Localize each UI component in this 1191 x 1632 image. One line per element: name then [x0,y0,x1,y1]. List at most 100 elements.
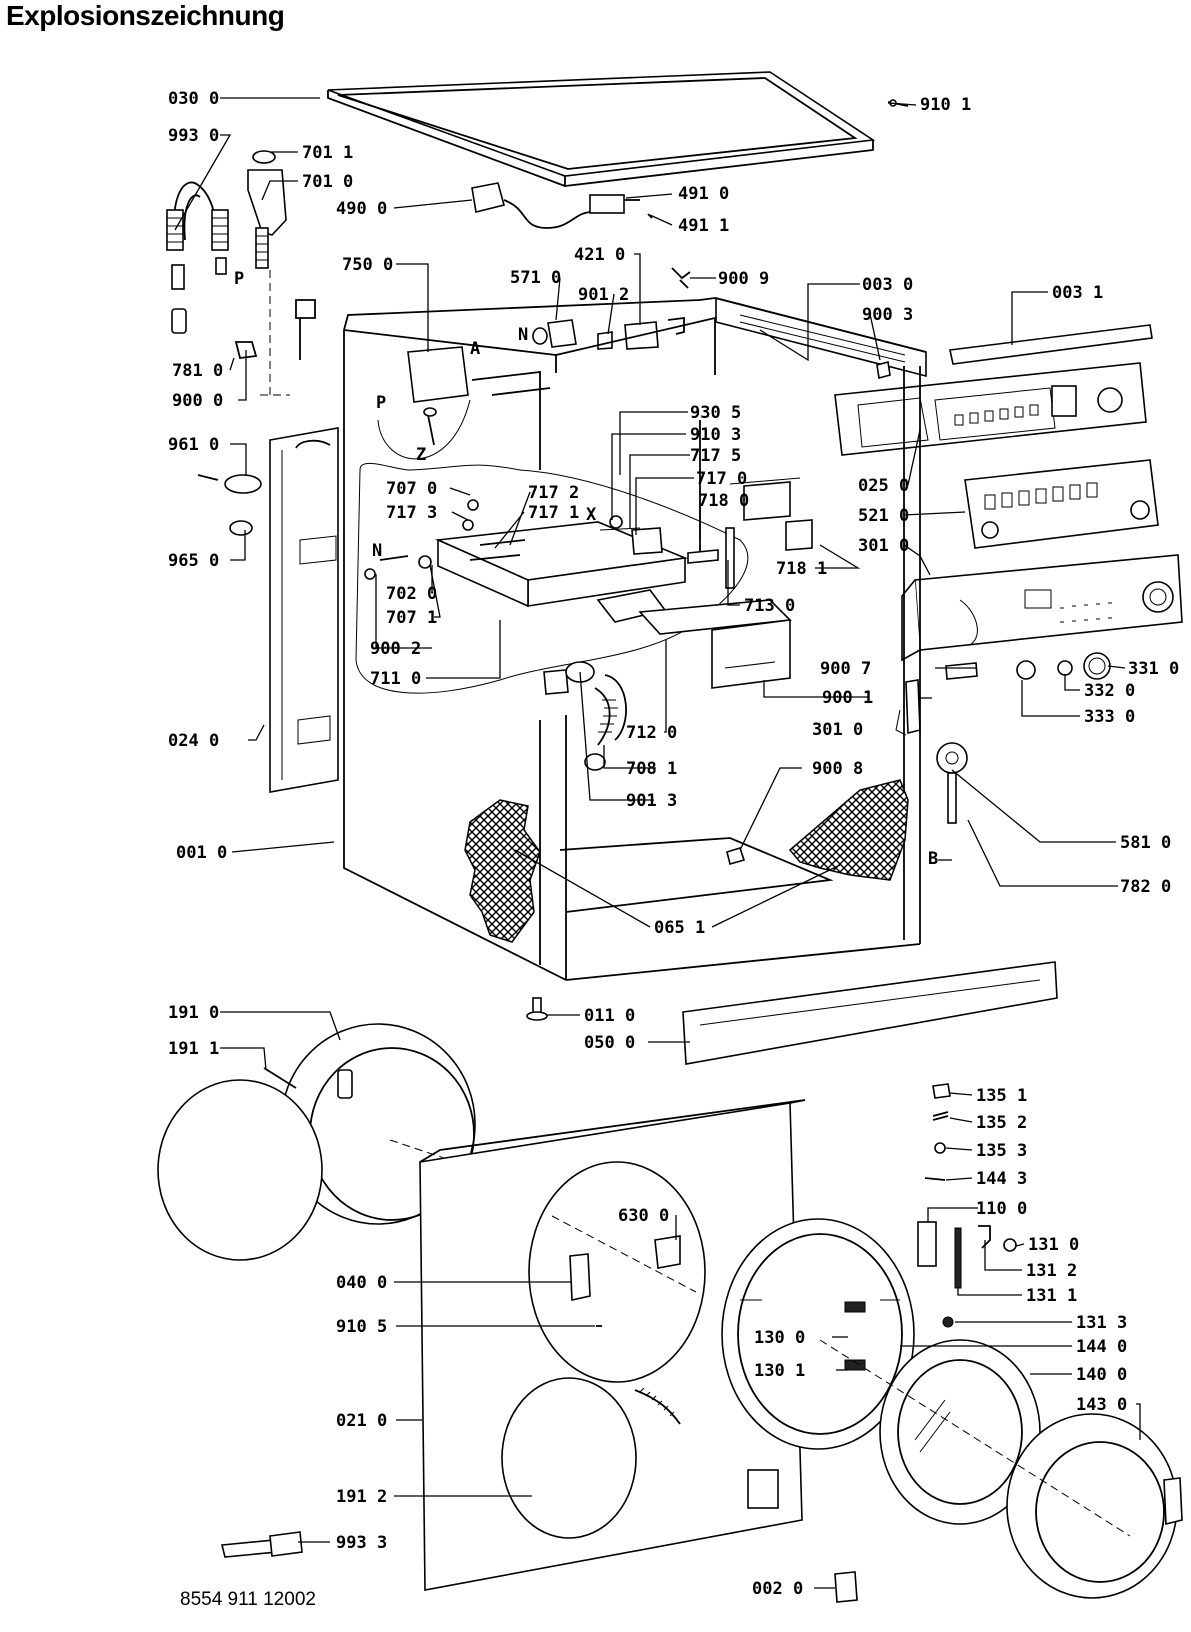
label-135-2: 135 2 [976,1113,1027,1133]
label-900-0: 900 0 [172,391,223,411]
side-panel-part [269,427,339,793]
label-712-0: 712 0 [626,723,677,743]
control-panel-part [834,362,1147,456]
mains-cable-part [471,182,653,229]
dispenser-small-parts [364,499,663,580]
label-333-0: 333 0 [1084,707,1135,727]
label-702-0: 702 0 [386,584,437,604]
label-581-0: 581 0 [1120,833,1171,853]
adjustable-foot-part [526,997,548,1021]
label-782-0: 782 0 [1120,877,1171,897]
dispenser-housing-part [355,462,792,695]
label-900-8: 900 8 [812,759,863,779]
door-glass-part [879,1339,1041,1525]
label-135-3: 135 3 [976,1141,1027,1161]
label-707-0: 707 0 [386,479,437,499]
label-040-0: 040 0 [336,1273,387,1293]
label-900-1: 900 1 [822,688,873,708]
label-910-3: 910 3 [690,425,741,445]
door-frame-part [721,1218,915,1450]
callout-letter-z: Z [416,445,426,465]
service-tool-part [220,1531,303,1558]
label-993-0: 993 0 [168,126,219,146]
foot-clip-part [726,847,746,865]
label-003-1: 003 1 [1052,283,1103,303]
label-131-2: 131 2 [1026,1261,1077,1281]
label-131-0: 131 0 [1028,1235,1079,1255]
label-003-0: 003 0 [862,275,913,295]
label-750-0: 750 0 [342,255,393,275]
label-910-5: 910 5 [336,1317,387,1337]
label-993-3: 993 3 [336,1533,387,1553]
label-130-1: 130 1 [754,1361,805,1381]
label-144-3: 144 3 [976,1169,1027,1189]
inlet-valve-part [247,150,287,269]
label-900-3: 900 3 [862,305,913,325]
label-421-0: 421 0 [574,245,625,265]
label-065-1: 065 1 [654,918,705,938]
label-130-0: 130 0 [754,1328,805,1348]
label-301-0-drawer: 301 0 [812,720,863,740]
knob-parts [1016,652,1111,680]
valve-bracket-part [234,270,316,396]
label-711-0: 711 0 [370,669,421,689]
label-002-0: 002 0 [752,1579,803,1599]
callout-letters: P A N P Z X N B [234,269,938,869]
label-630-0: 630 0 [618,1206,669,1226]
label-131-1: 131 1 [1026,1286,1077,1306]
part-number-labels: 030 0 910 1 993 0 701 1 701 0 490 0 491 … [168,89,1179,1599]
label-900-9: 900 9 [718,269,769,289]
label-961-0: 961 0 [168,435,219,455]
label-930-5: 930 5 [690,403,741,423]
label-717-2: 717 2 [528,483,579,503]
inlet-hose-part [166,181,229,334]
label-717-1: 717 1 [528,503,579,523]
label-717-3: 717 3 [386,503,437,523]
label-718-1: 718 1 [776,559,827,579]
label-021-0: 021 0 [336,1411,387,1431]
label-301-0: 301 0 [858,536,909,556]
label-011-0: 011 0 [584,1006,635,1026]
label-910-1: 910 1 [920,95,971,115]
front-panel-part [419,1099,806,1591]
label-143-0: 143 0 [1076,1395,1127,1415]
label-717-5: 717 5 [690,446,741,466]
callout-letter-n: N [372,541,382,561]
page-title: Explosionszeichnung [6,0,285,31]
label-571-0: 571 0 [510,268,561,288]
callout-letter-b: B [928,849,938,869]
label-965-0: 965 0 [168,551,219,571]
label-331-0: 331 0 [1128,659,1179,679]
document-number: 8554 911 12002 [180,1589,316,1610]
label-901-2: 901 2 [578,285,629,305]
label-901-3: 901 3 [626,791,677,811]
label-191-2: 191 2 [336,1487,387,1507]
label-025-0: 025 0 [858,476,909,496]
door-lock-parts [895,662,978,824]
label-717-0: 717 0 [696,469,747,489]
label-332-0: 332 0 [1084,681,1135,701]
label-701-1: 701 1 [302,143,353,163]
control-strip-part [949,324,1153,365]
insulation-mats [464,779,909,943]
label-718-0: 718 0 [698,491,749,511]
label-708-1: 708 1 [626,759,677,779]
dispenser-inlet-part [377,346,471,460]
label-191-0: 191 0 [168,1003,219,1023]
label-001-0: 001 0 [176,843,227,863]
worktop-part [327,71,876,188]
callout-letter-p-dispenser: P [376,393,386,413]
label-050-0: 050 0 [584,1033,635,1053]
label-191-1: 191 1 [168,1039,219,1059]
label-140-0: 140 0 [1076,1365,1127,1385]
label-900-2: 900 2 [370,639,421,659]
plinth-part [682,961,1058,1065]
electronic-module-part [964,459,1159,549]
hose-part-712 [565,661,627,771]
label-707-1: 707 1 [386,608,437,628]
label-490-0: 490 0 [336,199,387,219]
label-713-0: 713 0 [744,596,795,616]
label-491-0: 491 0 [678,184,729,204]
label-491-1: 491 1 [678,216,729,236]
callout-letter-p: P [234,269,244,289]
